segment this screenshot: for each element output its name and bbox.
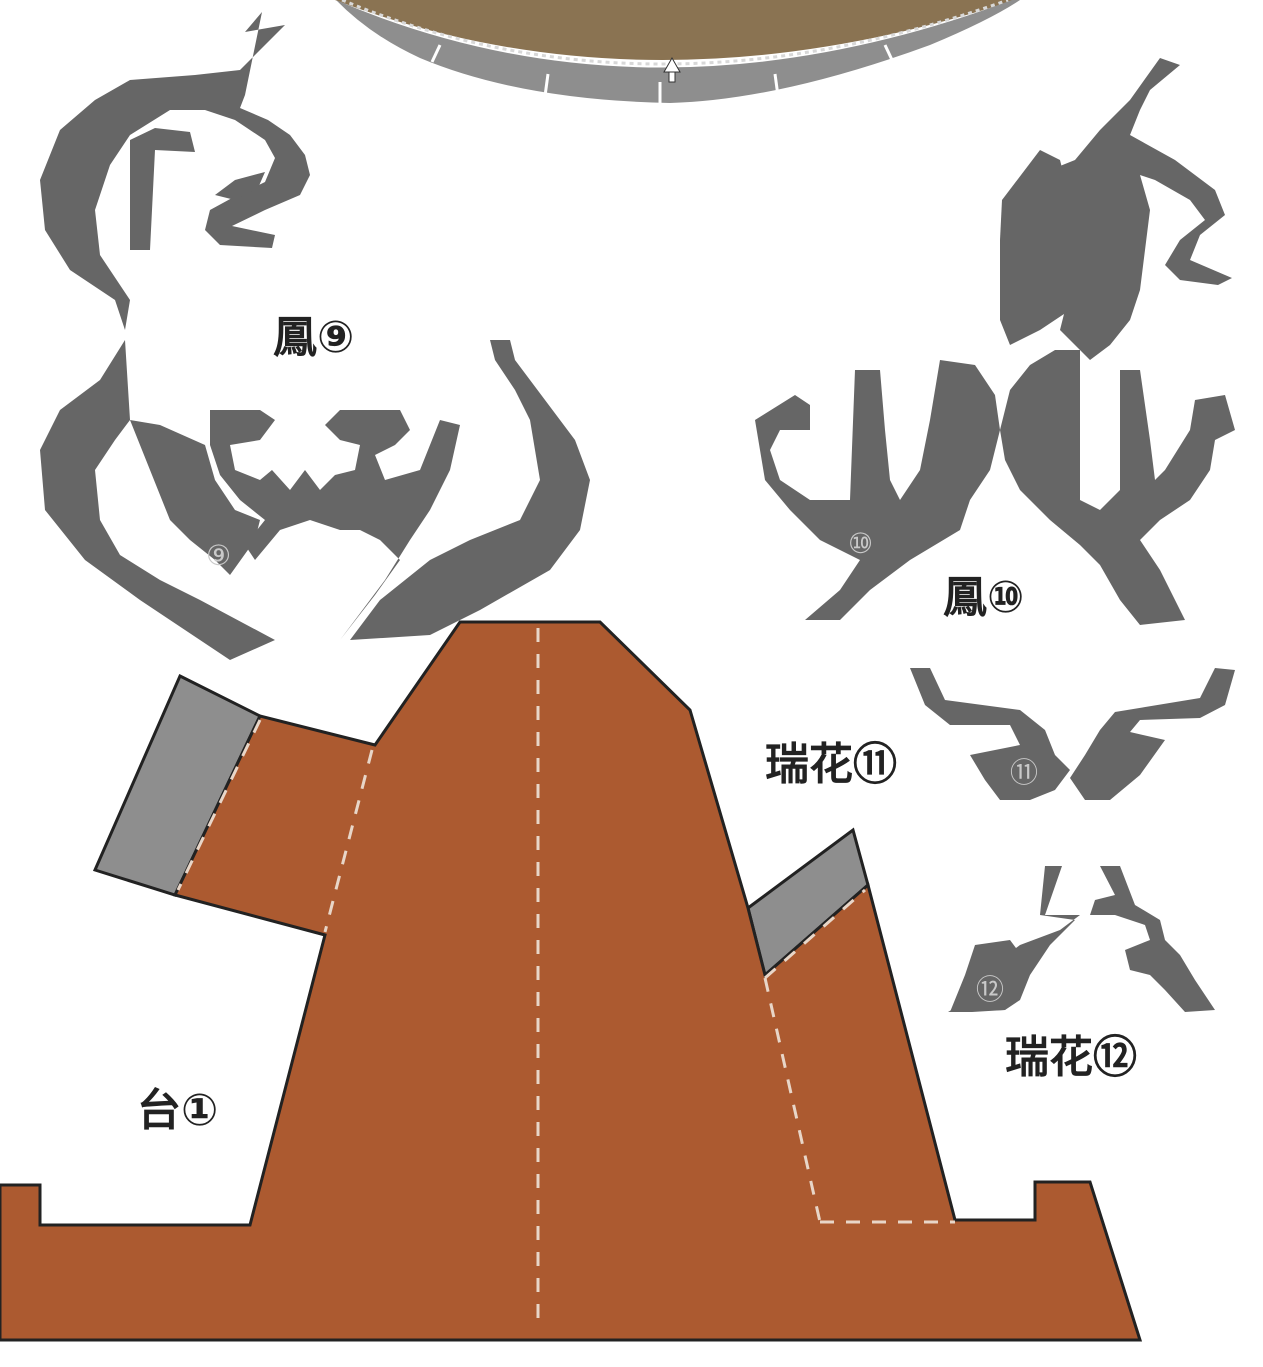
stand-1-piece	[0, 620, 1143, 1342]
phoenix-9-number-mark: ⑨	[206, 539, 231, 572]
flower-11-number-mark: ⑪	[1010, 756, 1038, 789]
ring-tab-strip	[336, 0, 1020, 103]
stand-1-body	[0, 620, 1143, 1342]
flower-11-piece	[910, 668, 1235, 800]
ring-tab-dividers	[430, 44, 895, 106]
ring-inner-edge	[341, 0, 1009, 66]
stand-1-fold-lines	[176, 628, 955, 1330]
phoenix-9-center	[210, 410, 460, 640]
phoenix-10-left-wing	[755, 360, 1000, 620]
phoenix-10-right-wing	[1000, 350, 1235, 625]
phoenix-9-piece	[40, 12, 590, 660]
flower-12-label: 瑞花⑫	[1005, 1032, 1137, 1083]
phoenix-10-spine	[1000, 150, 1070, 345]
phoenix-9-lower-left	[40, 340, 275, 660]
triangle-up-icon	[663, 56, 681, 83]
phoenix-9-head	[215, 172, 265, 200]
phoenix-9-crest	[130, 128, 195, 250]
flower-11-left	[910, 668, 1070, 800]
flower-12-piece	[948, 866, 1215, 1012]
flower-12-left	[948, 866, 1080, 1012]
flower-12-left-block	[950, 940, 1025, 1012]
phoenix-9-upper-wing	[40, 12, 310, 330]
phoenix-10-upper	[1050, 58, 1232, 360]
phoenix-9-label: 鳳⑨	[273, 312, 354, 363]
phoenix-10-piece	[755, 58, 1235, 625]
ring-piece	[335, 0, 1020, 106]
flower-11-label: 瑞花⑪	[765, 739, 897, 790]
phoenix-10-number-mark: ⑩	[848, 527, 873, 560]
stand-1-label: 台①	[137, 1085, 218, 1136]
flower-11-right	[1070, 668, 1235, 800]
flower-12-right	[1090, 866, 1215, 1012]
flower-12-number-mark: ⑫	[976, 973, 1004, 1006]
phoenix-10-label: 鳳⑩	[943, 572, 1024, 623]
phoenix-9-lower-right	[350, 340, 590, 640]
ring-body	[335, 0, 1015, 60]
